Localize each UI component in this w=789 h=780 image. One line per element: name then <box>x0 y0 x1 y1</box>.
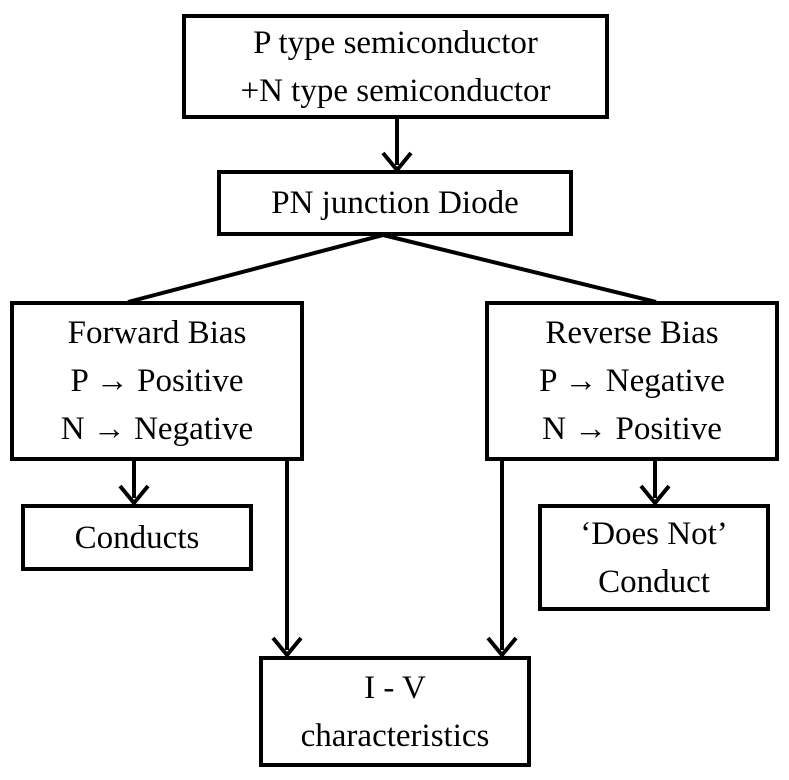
arrowhead-forward-to-conducts <box>118 484 150 507</box>
iv-characteristics-box: I - V characteristics <box>259 656 531 767</box>
iv-line-1: I - V <box>364 669 426 706</box>
conducts-label: Conducts <box>74 519 200 556</box>
semiconductor-line-1: P type semiconductor <box>253 24 538 61</box>
forward-bias-box: Forward Bias P → Positive N → Negative <box>10 301 304 461</box>
does-not-conduct-line-1: ‘Does Not’ <box>580 515 728 552</box>
forward-bias-n: N → Negative <box>60 411 254 447</box>
conducts-box: Conducts <box>21 504 253 571</box>
does-not-conduct-line-2: Conduct <box>598 563 710 600</box>
reverse-bias-p: P → Negative <box>539 363 725 399</box>
arrowhead-reverse-to-not-conduct <box>639 484 671 507</box>
semiconductor-line-2: +N type semiconductor <box>240 72 551 109</box>
line-diode-to-forward <box>127 233 384 304</box>
diode-box: PN junction Diode <box>217 170 573 236</box>
semiconductor-box: P type semiconductor +N type semiconduct… <box>182 14 609 119</box>
reverse-bias-box: Reverse Bias P → Negative N → Positive <box>485 301 779 461</box>
iv-line-2: characteristics <box>300 717 490 754</box>
arrowhead-reverse-to-iv <box>486 636 518 659</box>
line-diode-to-reverse <box>382 233 657 304</box>
arrowhead-forward-to-iv <box>271 636 303 659</box>
reverse-bias-n: N → Positive <box>542 411 722 447</box>
reverse-bias-title: Reverse Bias <box>545 315 719 351</box>
does-not-conduct-box: ‘Does Not’ Conduct <box>538 504 770 611</box>
forward-bias-title: Forward Bias <box>67 315 247 351</box>
diode-label: PN junction Diode <box>271 185 519 221</box>
forward-bias-p: P → Positive <box>70 363 244 399</box>
